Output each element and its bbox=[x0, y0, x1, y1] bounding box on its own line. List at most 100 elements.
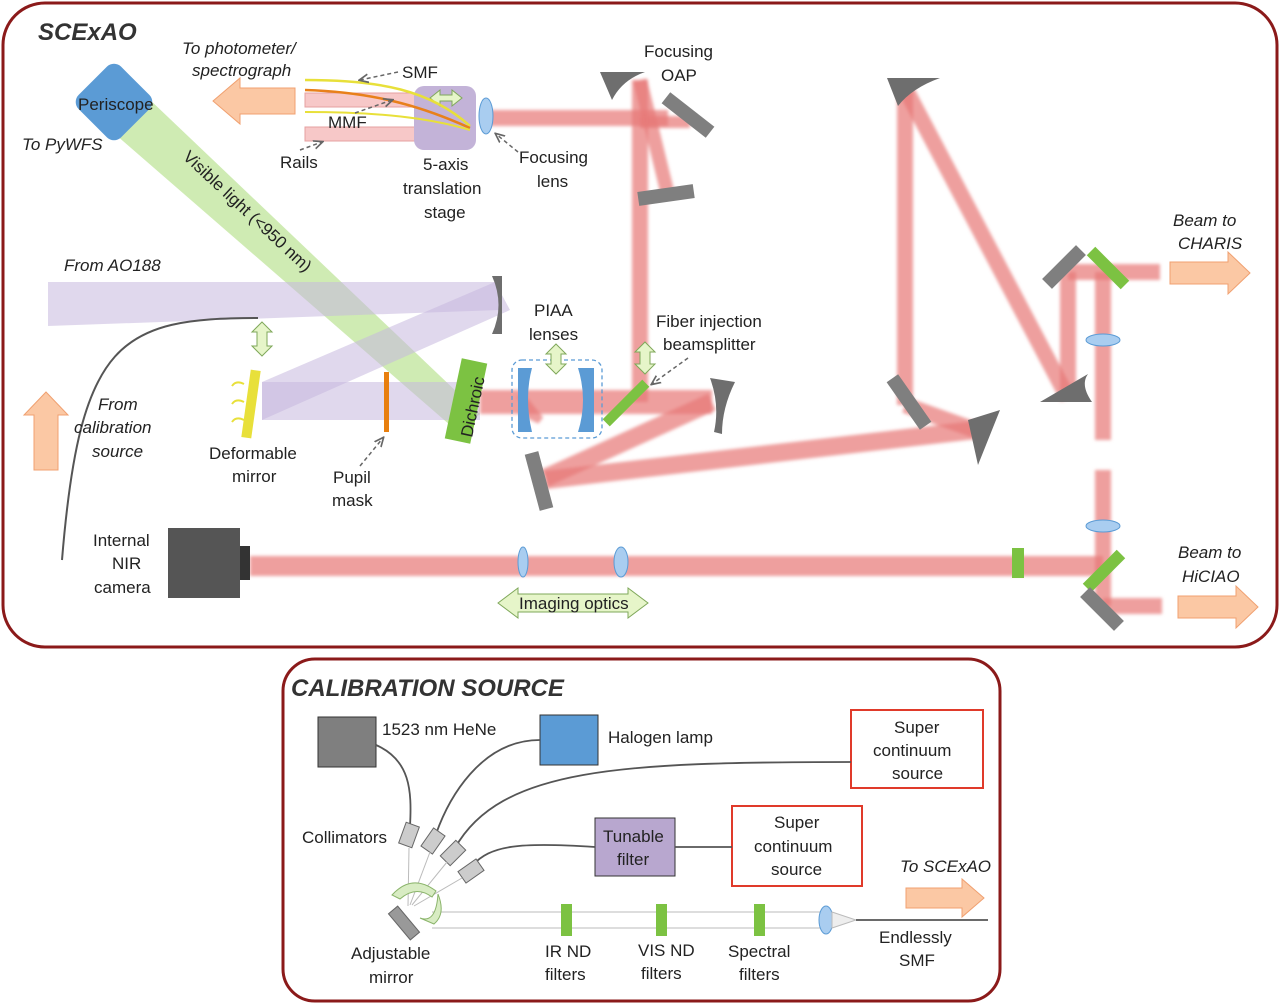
spectral-filter bbox=[754, 904, 765, 936]
halogen-label: Halogen lamp bbox=[608, 728, 713, 747]
adjustable-mirror bbox=[387, 905, 421, 941]
deformable-mirror bbox=[241, 369, 261, 439]
from-calibration-label-2: calibration bbox=[74, 418, 152, 437]
fold-mirror-lower-left bbox=[524, 451, 554, 511]
oap-mirror-lower-right bbox=[1040, 374, 1092, 402]
periscope bbox=[75, 63, 153, 141]
dm-label-1: Deformable bbox=[209, 444, 297, 463]
ir-nd-label-2: filters bbox=[545, 965, 586, 984]
vis-nd-label-2: filters bbox=[641, 964, 682, 983]
to-photometer-label-1: To photometer/ bbox=[182, 39, 298, 58]
fiber-injection-arrow-icon bbox=[633, 341, 657, 375]
from-calibration-label-3: source bbox=[92, 442, 143, 461]
ao188-input-beam bbox=[48, 282, 500, 326]
coupling-lens bbox=[818, 905, 834, 935]
camera-lens-mount bbox=[240, 546, 250, 580]
ir-nd-label-1: IR ND bbox=[545, 942, 591, 961]
hene-laser bbox=[317, 716, 377, 768]
stage-label-1: 5-axis bbox=[423, 155, 468, 174]
endlessly-smf-label-1: Endlessly bbox=[879, 928, 952, 947]
collimator-3 bbox=[439, 839, 467, 867]
camera-label-2: NIR bbox=[112, 554, 141, 573]
fold-mirror-mid bbox=[886, 374, 932, 430]
supercontinuum-box-1 bbox=[850, 709, 984, 789]
sc1-label-2: continuum bbox=[873, 741, 951, 760]
hene-label: 1523 nm HeNe bbox=[382, 720, 496, 739]
piaa-label-1: PIAA bbox=[534, 301, 573, 320]
fiber-halogen bbox=[435, 739, 541, 835]
piaa-lens-2 bbox=[578, 368, 594, 432]
pupil-mask-label-1: Pupil bbox=[333, 468, 371, 487]
from-ao188-label: From AO188 bbox=[64, 256, 161, 275]
mmf-fiber bbox=[304, 88, 471, 130]
to-scexao-arrow bbox=[905, 877, 985, 919]
imaging-optics-arrow bbox=[497, 587, 649, 619]
sc1-label-1: Super bbox=[894, 718, 940, 737]
sc2-label-3: source bbox=[771, 860, 822, 879]
imaging-optics-label: Imaging optics bbox=[519, 594, 629, 613]
adjustable-mirror-rotation-icon bbox=[391, 882, 442, 925]
camera-label-3: camera bbox=[94, 578, 151, 597]
fiber-injection-label-1: Fiber injection bbox=[656, 312, 762, 331]
oap-mirror-mid bbox=[968, 410, 1000, 465]
stage-label-2: translation bbox=[403, 179, 481, 198]
to-scexao-label: To SCExAO bbox=[900, 857, 991, 876]
beam-to-hiciao-label-1: Beam to bbox=[1178, 543, 1241, 562]
focusing-lens-label-1: Focusing bbox=[519, 148, 588, 167]
from-calibration-arrow bbox=[22, 391, 70, 471]
spectral-label-2: filters bbox=[739, 965, 780, 984]
filter-camera-path bbox=[1012, 548, 1024, 578]
imaging-lens-2 bbox=[613, 546, 629, 578]
halogen-lamp bbox=[539, 714, 599, 766]
fiber-injection-label-2: beamsplitter bbox=[663, 335, 756, 354]
stage-label-3: stage bbox=[424, 203, 466, 222]
sc2-label-1: Super bbox=[774, 813, 820, 832]
sc2-label-2: continuum bbox=[754, 837, 832, 856]
smf-fiber bbox=[304, 78, 471, 127]
tunable-label-2: filter bbox=[617, 850, 649, 869]
piaa-translation-arrow-icon bbox=[544, 343, 568, 375]
vis-nd-label-1: VIS ND bbox=[638, 941, 695, 960]
piaa-label-2: lenses bbox=[529, 325, 578, 344]
pupil-mask bbox=[384, 372, 389, 432]
fold-mirror-hiciao bbox=[1080, 587, 1124, 631]
adjustable-mirror-label-2: mirror bbox=[369, 968, 414, 987]
beam-to-charis-label-1: Beam to bbox=[1173, 211, 1236, 230]
stage-double-arrow-icon bbox=[429, 88, 463, 108]
internal-nir-camera bbox=[168, 528, 240, 598]
rails-label: Rails bbox=[280, 153, 318, 172]
fiber-tunable bbox=[471, 844, 596, 867]
to-charis-arrow bbox=[1169, 250, 1251, 296]
spectral-label-1: Spectral bbox=[728, 942, 790, 961]
endlessly-smf-label-2: SMF bbox=[899, 951, 935, 970]
tunable-label-1: Tunable bbox=[603, 827, 664, 846]
sc1-label-3: source bbox=[892, 764, 943, 783]
dichroic bbox=[444, 358, 488, 444]
collimator-2 bbox=[420, 827, 446, 855]
periscope-label: Periscope bbox=[78, 95, 154, 114]
ao188-dm-beam bbox=[262, 382, 480, 420]
calibration-fiber bbox=[61, 317, 259, 561]
calibration-title: CALIBRATION SOURCE bbox=[291, 675, 565, 702]
vis-nd-filter bbox=[656, 904, 667, 936]
from-calibration-label-1: From bbox=[98, 395, 138, 414]
oap-mirror-top-right bbox=[887, 78, 940, 106]
ir-nd-filter bbox=[561, 904, 572, 936]
piaa-lens-1 bbox=[518, 368, 532, 432]
coupling-cone bbox=[831, 911, 858, 929]
ao188-fold-mirror bbox=[492, 276, 502, 334]
beam-to-charis-label-2: CHARIS bbox=[1178, 234, 1243, 253]
imaging-lens-1 bbox=[517, 546, 529, 578]
focusing-lens bbox=[478, 97, 494, 135]
adjustable-mirror-label-1: Adjustable bbox=[351, 944, 430, 963]
dm-label-2: mirror bbox=[232, 467, 277, 486]
oap-mirror-after-piaa bbox=[710, 378, 735, 434]
fold-mirror-oap-1 bbox=[661, 92, 715, 138]
to-hiciao-arrow bbox=[1177, 584, 1259, 630]
tunable-filter bbox=[594, 817, 676, 877]
focusing-oap-label-2: OAP bbox=[661, 66, 697, 85]
collimators-label: Collimators bbox=[302, 828, 387, 847]
to-photometer-arrow bbox=[212, 76, 296, 126]
to-photometer-label-2: spectrograph bbox=[192, 61, 291, 80]
